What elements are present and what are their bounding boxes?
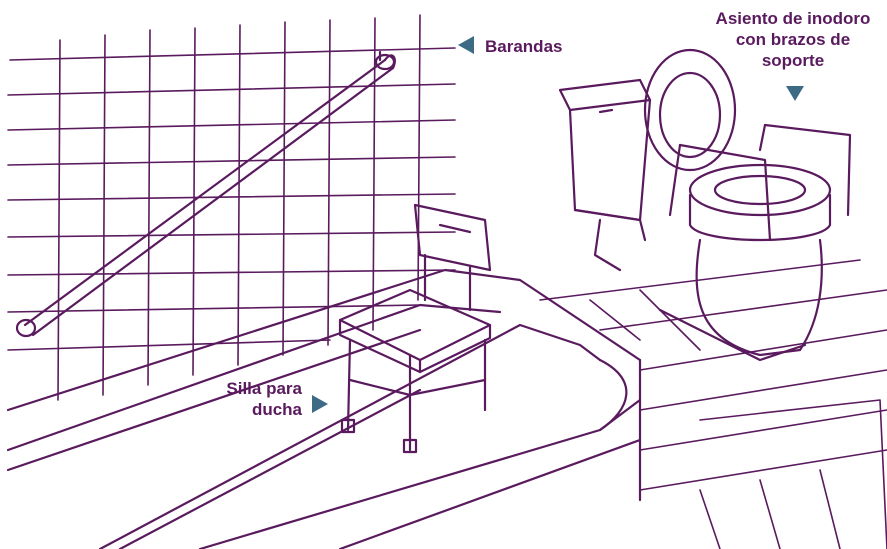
grab-bars-label: Barandas xyxy=(485,37,563,56)
barandas-pointer-icon xyxy=(458,36,474,54)
grab-bar xyxy=(15,50,396,338)
shower-chair-pointer-icon xyxy=(312,395,328,413)
toilet-seat-label: Asiento de inodoro con brazos de soporte xyxy=(698,8,887,71)
bathtub xyxy=(6,268,642,549)
shower-chair xyxy=(338,203,492,454)
toilet-seat-label-line2: con brazos de xyxy=(735,30,851,49)
floor-tiles xyxy=(539,259,887,549)
shower-chair-label-line2: ducha xyxy=(251,400,302,419)
shower-chair-label-line1: Silla para xyxy=(226,379,302,398)
toilet-seat-label-line1: Asiento de inodoro xyxy=(715,9,871,28)
toilet-seat-label-line3: soporte xyxy=(761,51,825,70)
toilet-tank xyxy=(558,78,652,272)
toilet-seat-pointer-icon xyxy=(786,86,804,101)
toilet-bowl xyxy=(643,48,852,362)
shower-chair-label: Silla para ducha xyxy=(212,378,302,420)
